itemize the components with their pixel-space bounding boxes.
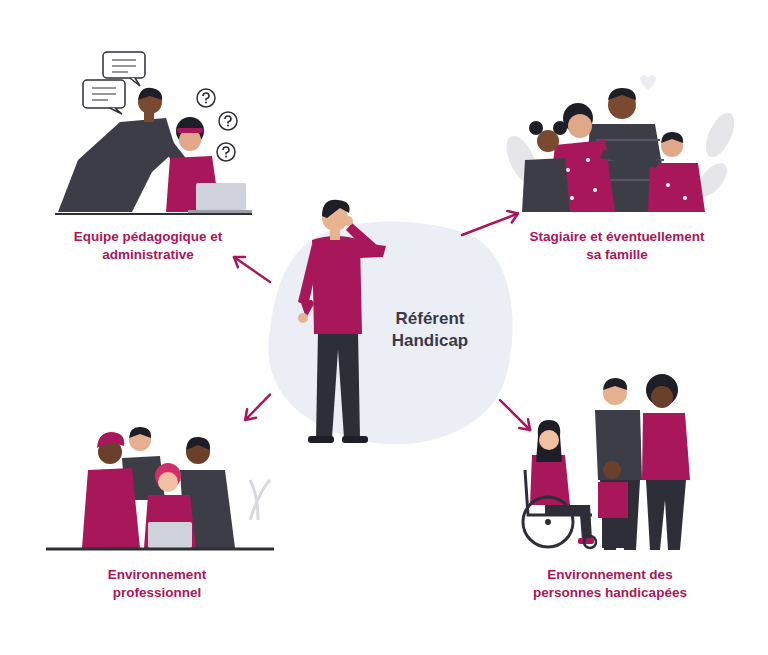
connector-arrow	[245, 395, 270, 420]
connector-line	[245, 395, 270, 420]
node-caption: Equipe pédagogique et administrative	[68, 228, 228, 264]
arrow-head	[519, 419, 530, 430]
workplace-illustration	[46, 427, 274, 549]
caption-node: Environnement professionnel	[52, 420, 262, 606]
connector-arrow	[500, 400, 530, 430]
people-illustration	[523, 374, 690, 550]
connector-arrow	[462, 211, 518, 235]
team-illustration	[55, 52, 252, 214]
arrow-head	[507, 211, 518, 223]
node-title: Référent Handicap	[380, 308, 480, 352]
connector-line	[462, 213, 518, 235]
caption-node: Equipe pédagogique et administrative	[62, 224, 234, 268]
node-caption: Environnement des personnes handicapées	[525, 566, 695, 602]
node-caption: Environnement professionnel	[97, 566, 217, 602]
family-illustration	[500, 75, 740, 212]
caption-node: Stagiaire et éventuellement sa famille	[518, 80, 716, 268]
connector-line	[500, 400, 530, 430]
arrow-head	[245, 409, 256, 420]
central-node: Référent Handicap	[270, 235, 500, 445]
blob	[268, 221, 512, 444]
arrow-head	[234, 257, 245, 267]
connector-arrow	[234, 257, 270, 282]
referent-figure	[298, 200, 386, 443]
node-caption: Stagiaire et éventuellement sa famille	[522, 228, 712, 264]
caption-node: Environnement des personnes handicapées	[520, 430, 700, 606]
connector-line	[234, 257, 270, 282]
